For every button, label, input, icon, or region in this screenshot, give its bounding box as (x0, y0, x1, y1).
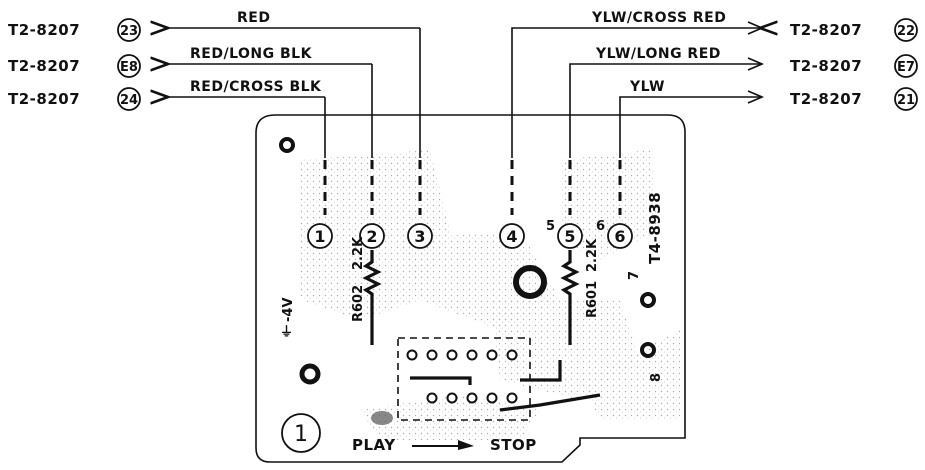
connector-ref: T2-8207 (790, 90, 862, 108)
board-code: T4-8938 (646, 192, 664, 264)
board-number-badge: 1 (281, 413, 321, 453)
wire-label-ylw-long-red: YLW/LONG RED (595, 46, 721, 62)
switch-label-play: PLAY (352, 436, 396, 454)
resistor-r601: R601 2.2K (560, 238, 600, 345)
svg-text:3: 3 (414, 227, 425, 246)
wire-label-red: RED (237, 10, 270, 26)
connector-left-24: T2-8207 24 (8, 87, 141, 111)
svg-text:5: 5 (564, 227, 575, 246)
connector-left-e8: T2-8207 E8 (8, 54, 141, 78)
svg-text:6: 6 (614, 227, 625, 246)
switch-trace (410, 360, 601, 412)
pin-5: 5 (557, 223, 583, 249)
connector-circle (894, 18, 918, 42)
wire-label-ylw-cross-red: YLW/CROSS RED (591, 10, 726, 26)
left-wires (168, 28, 421, 158)
pin-number-5-label: 5 (546, 219, 555, 234)
connector-number: E7 (897, 60, 915, 75)
pin-6: 6 (607, 223, 633, 249)
connector-ref: T2-8207 (790, 21, 862, 39)
connector-number: 22 (897, 24, 915, 39)
svg-text:1: 1 (314, 227, 325, 246)
connector-ref: T2-8207 (8, 21, 80, 39)
connector-number: 23 (120, 24, 138, 39)
resistor-value: 2.2K (351, 236, 366, 270)
connector-ref: T2-8207 (790, 57, 862, 75)
connector-number: 21 (897, 93, 915, 108)
resistor-r602: R602 2.2K (351, 236, 382, 345)
svg-text:1: 1 (294, 422, 308, 447)
connector-left-23: T2-8207 23 (8, 18, 141, 42)
connector-right-e7: T2-8207 E7 (790, 54, 918, 78)
connector-circle (117, 54, 141, 78)
connector-right-22: T2-8207 22 (790, 18, 918, 42)
connector-ref: T2-8207 (8, 90, 80, 108)
mounting-hole-top-left (279, 137, 295, 153)
pin-1: 1 (307, 223, 333, 249)
switch-direction-arrow (412, 440, 474, 450)
connector-right-21: T2-8207 21 (790, 87, 918, 111)
pin-2: 2 (359, 223, 385, 249)
switch-contacts-bottom (426, 392, 518, 404)
pin-4: 4 (499, 223, 525, 249)
switch-contacts-top (406, 349, 518, 361)
connector-circle (117, 87, 141, 111)
resistor-value: 2.2K (585, 238, 600, 272)
wire-label-red-cross-blk: RED/CROSS BLK (190, 79, 322, 95)
resistor-ref: R602 (351, 285, 366, 322)
switch-knob (371, 411, 393, 425)
right-wires (511, 28, 760, 158)
ground-symbol: ⏚ (280, 325, 293, 340)
resistor-ref: R601 (585, 281, 600, 318)
connector-circle (894, 54, 918, 78)
connector-circle (117, 18, 141, 42)
pin-number-6-label: 6 (596, 219, 605, 234)
connector-ref: T2-8207 (8, 57, 80, 75)
connector-number: 24 (120, 93, 138, 108)
svg-text:4: 4 (506, 227, 517, 246)
voltage-label: -4V (281, 297, 296, 322)
terminal-7-label: 7 (627, 271, 642, 280)
pin-3: 3 (407, 223, 433, 249)
right-arrowheads (747, 21, 765, 104)
svg-text:2: 2 (366, 227, 377, 246)
terminal-8-label: 8 (649, 373, 664, 382)
connector-circle (894, 87, 918, 111)
wire-label-ylw: YLW (629, 79, 665, 95)
switch-label-stop: STOP (490, 436, 537, 454)
mounting-hole-bottom-left (299, 363, 321, 385)
connector-number: E8 (120, 60, 138, 75)
wire-label-red-long-blk: RED/LONG BLK (190, 46, 313, 62)
mounting-hole-center (513, 265, 547, 299)
terminal-8 (640, 342, 656, 358)
circuit-board-outline (255, 114, 686, 463)
terminal-7 (640, 292, 656, 308)
